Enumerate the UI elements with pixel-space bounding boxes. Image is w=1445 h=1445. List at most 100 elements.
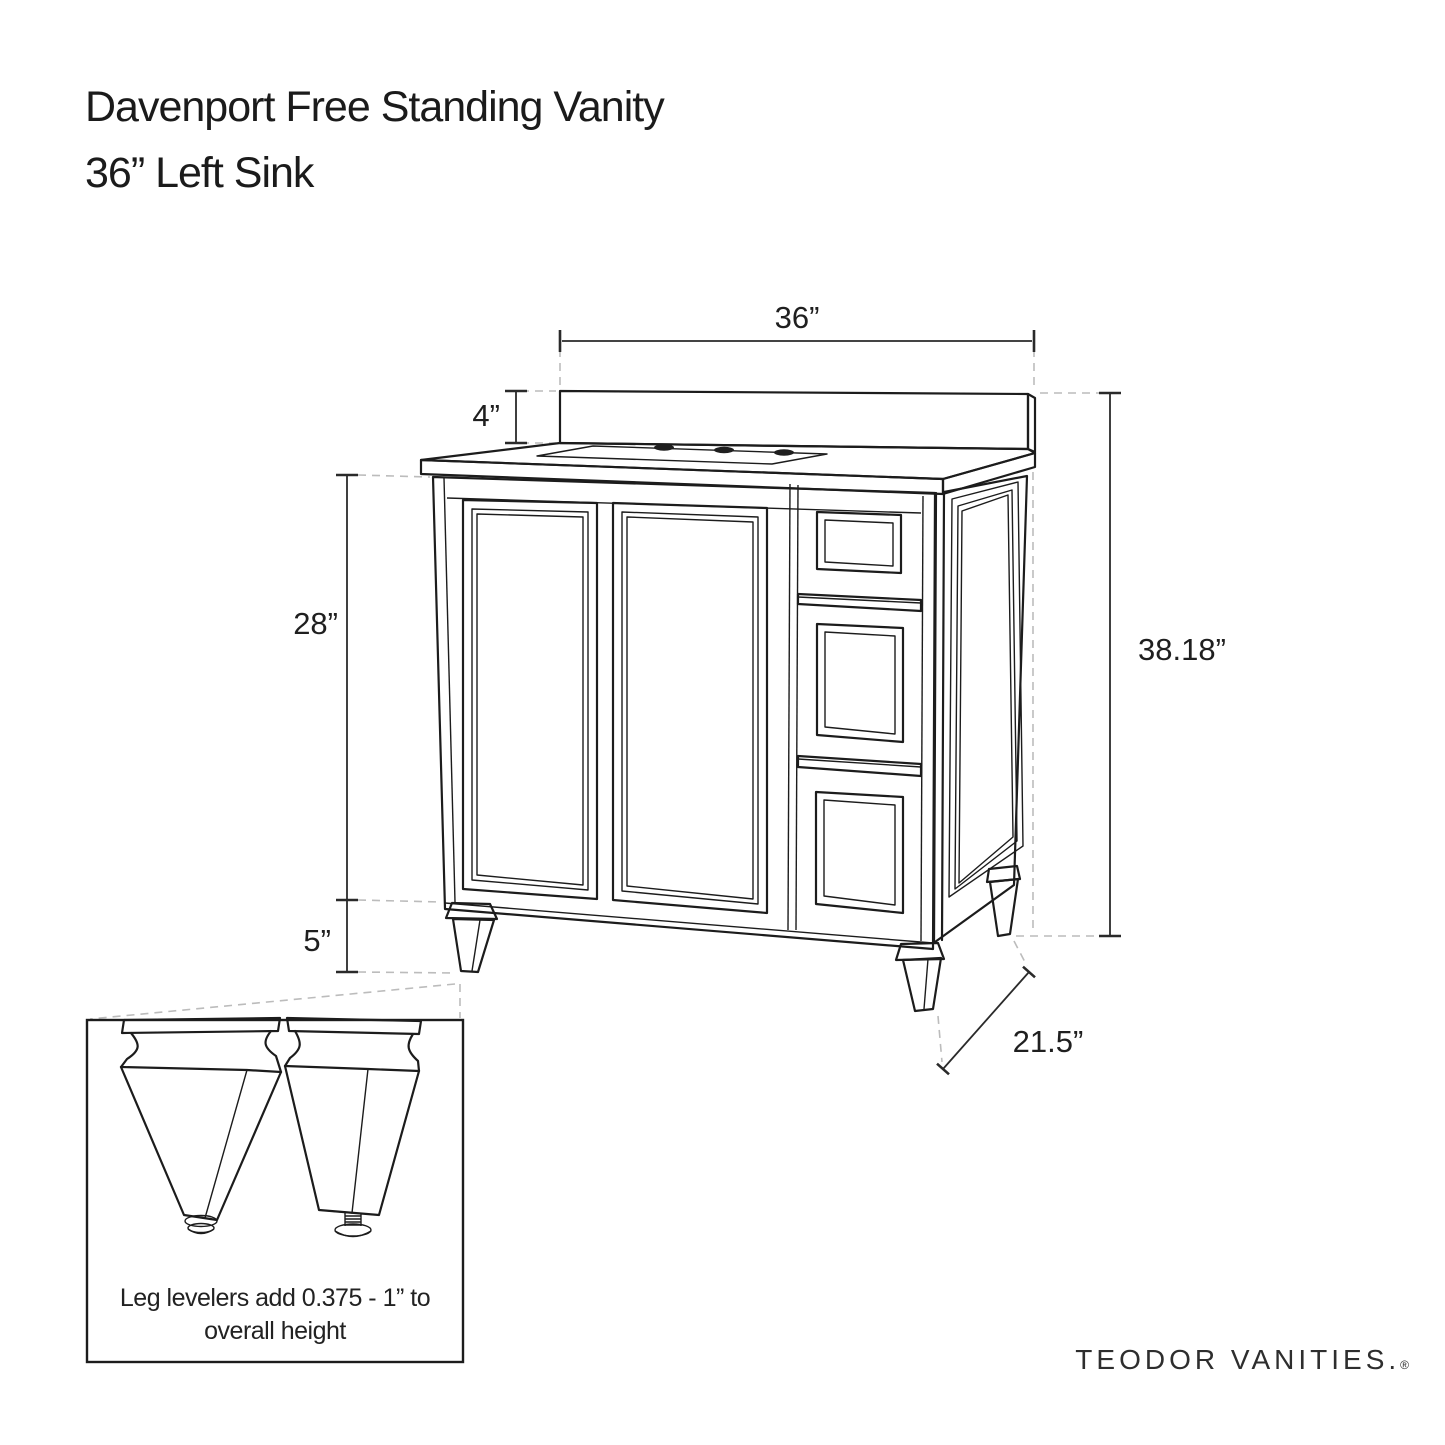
- face-frame-outline: [431, 475, 937, 951]
- dimension-depth: 21.5”: [936, 965, 1083, 1076]
- inset-left-neck-r: [264, 1029, 283, 1074]
- left-door-bevel: [471, 508, 589, 891]
- back-right-leg: [985, 864, 1022, 938]
- inset-left-neck-l: [119, 1031, 139, 1069]
- drawer-bottom-bevel: [823, 799, 896, 906]
- drawer-middle-outer: [815, 622, 905, 744]
- side-bevel-mid: [954, 489, 1018, 890]
- inset-left-leveler-foot: [184, 1214, 218, 1235]
- inset-right-ridge: [318, 1068, 369, 1214]
- dash-depth-rear: [1013, 940, 1028, 967]
- right-door: [611, 501, 769, 915]
- front-right-leg-ridge: [923, 958, 929, 1010]
- rail-1-band: [796, 592, 923, 613]
- inset-leg-right: [283, 1016, 423, 1238]
- backsplash-front: [558, 389, 1030, 451]
- dash-cabinet-top: [357, 474, 431, 478]
- left-door-panel: [476, 513, 584, 886]
- cabinet-side-panel: [932, 474, 1029, 945]
- dim-tick: [558, 330, 1036, 352]
- side-corner-line-1: [932, 491, 938, 945]
- back-right-leg-cap: [985, 864, 1022, 884]
- title-line-1: Davenport Free Standing Vanity: [85, 83, 665, 131]
- dim-line-215: [942, 971, 1030, 1070]
- drawer-rail-1: [796, 592, 923, 613]
- front-left-leg-ridge: [471, 919, 481, 972]
- dimension-cabinet-28: 28” 5”: [293, 473, 358, 974]
- inset-left-plate: [120, 1016, 282, 1035]
- right-door-bevel: [621, 511, 759, 905]
- dim-label-5: 5”: [303, 923, 331, 958]
- side-bevel-outer: [948, 481, 1024, 898]
- front-left-leg: [444, 901, 499, 974]
- face-frame-left-edge: [443, 477, 456, 903]
- faucet-hole-center: [714, 446, 734, 454]
- backsplash-side: [1026, 392, 1037, 454]
- inset-right-leveler-screw: [334, 1213, 372, 1238]
- inset-right-neck-r: [407, 1032, 421, 1073]
- dim-label-36: 36”: [775, 300, 820, 335]
- countertop-front-edge: [419, 458, 945, 496]
- faucet-hole-left: [654, 444, 674, 451]
- dim-label-28: 28”: [293, 606, 338, 641]
- legs: [444, 864, 1022, 1013]
- dimension-backsplash-4: 4”: [472, 389, 527, 445]
- leg-leveler-note-line-2: overall height: [204, 1317, 346, 1345]
- leveler-disc-base: [187, 1228, 215, 1235]
- drawer-top: [815, 510, 903, 575]
- rail-2-band: [796, 754, 923, 778]
- brand-name: TEODOR VANITIES.: [1075, 1344, 1401, 1375]
- back-right-leg-body: [988, 877, 1020, 938]
- front-left-leg-body: [451, 917, 496, 974]
- leg-leveler-note: Leg levelers add 0.375 - 1” to overall h…: [95, 1282, 455, 1348]
- leveler-disc-2: [187, 1222, 215, 1234]
- dim-label-4: 4”: [472, 398, 500, 433]
- dash-depth-front: [937, 1015, 943, 1063]
- drawer-top-bevel: [824, 519, 894, 567]
- countertop-right-edge: [941, 451, 1037, 496]
- faucet-hole-right: [774, 449, 794, 456]
- leveler-foot-base: [334, 1230, 372, 1238]
- drawer-stile-left: [787, 483, 791, 931]
- dash-callout-left: [89, 983, 456, 1020]
- page-title: Davenport Free Standing Vanity 36” Left …: [85, 74, 665, 206]
- leg-leveler-note-line-1: Leg levelers add 0.375 - 1” to: [119, 1284, 431, 1312]
- dash-leg-bottom: [357, 971, 454, 974]
- face-frame-right-stile: [920, 495, 924, 942]
- leveler-disc-1: [184, 1214, 218, 1228]
- dim-tick: [1099, 391, 1121, 938]
- front-right-leg: [894, 941, 946, 1013]
- leg-leveler-inset: [85, 1016, 465, 1364]
- front-right-leg-body: [901, 956, 943, 1013]
- drawer-column: [787, 483, 923, 931]
- inset-leg-left: [119, 1016, 283, 1235]
- dimension-annotations: 36” 4” 28” 5” 38.18” 21.5”: [293, 300, 1226, 1076]
- face-frame-bottom-edge: [444, 902, 934, 944]
- dimension-overall-height: 38.18”: [1099, 391, 1226, 938]
- dimension-width-36: 36”: [558, 300, 1036, 352]
- title-line-2: 36” Left Sink: [85, 149, 314, 197]
- drawer-top-outer: [815, 510, 903, 575]
- registered-trademark-icon: ®: [1400, 1358, 1409, 1372]
- inset-right-neck-l: [283, 1029, 301, 1068]
- rail-1-top: [797, 596, 922, 604]
- left-door-outer: [461, 498, 599, 901]
- front-right-leg-cap: [894, 941, 946, 962]
- vanity-drawing: [419, 389, 1037, 1013]
- drawer-middle-bevel: [824, 631, 896, 735]
- extension-dashed-lines: [89, 349, 1099, 1063]
- rail-2-top: [797, 758, 922, 768]
- drawer-rail-2: [796, 754, 923, 778]
- dim-label-3818: 38.18”: [1138, 632, 1226, 667]
- side-corner-line-2: [940, 490, 946, 942]
- drawer-middle: [815, 622, 905, 744]
- drawer-stile-right: [795, 484, 799, 931]
- inset-right-plate: [285, 1016, 423, 1036]
- dash-cabinet-bottom: [357, 899, 442, 903]
- right-door-outer: [611, 501, 769, 915]
- front-left-leg-cap: [444, 901, 499, 921]
- cabinet-front: [431, 475, 937, 951]
- right-door-panel: [626, 516, 754, 900]
